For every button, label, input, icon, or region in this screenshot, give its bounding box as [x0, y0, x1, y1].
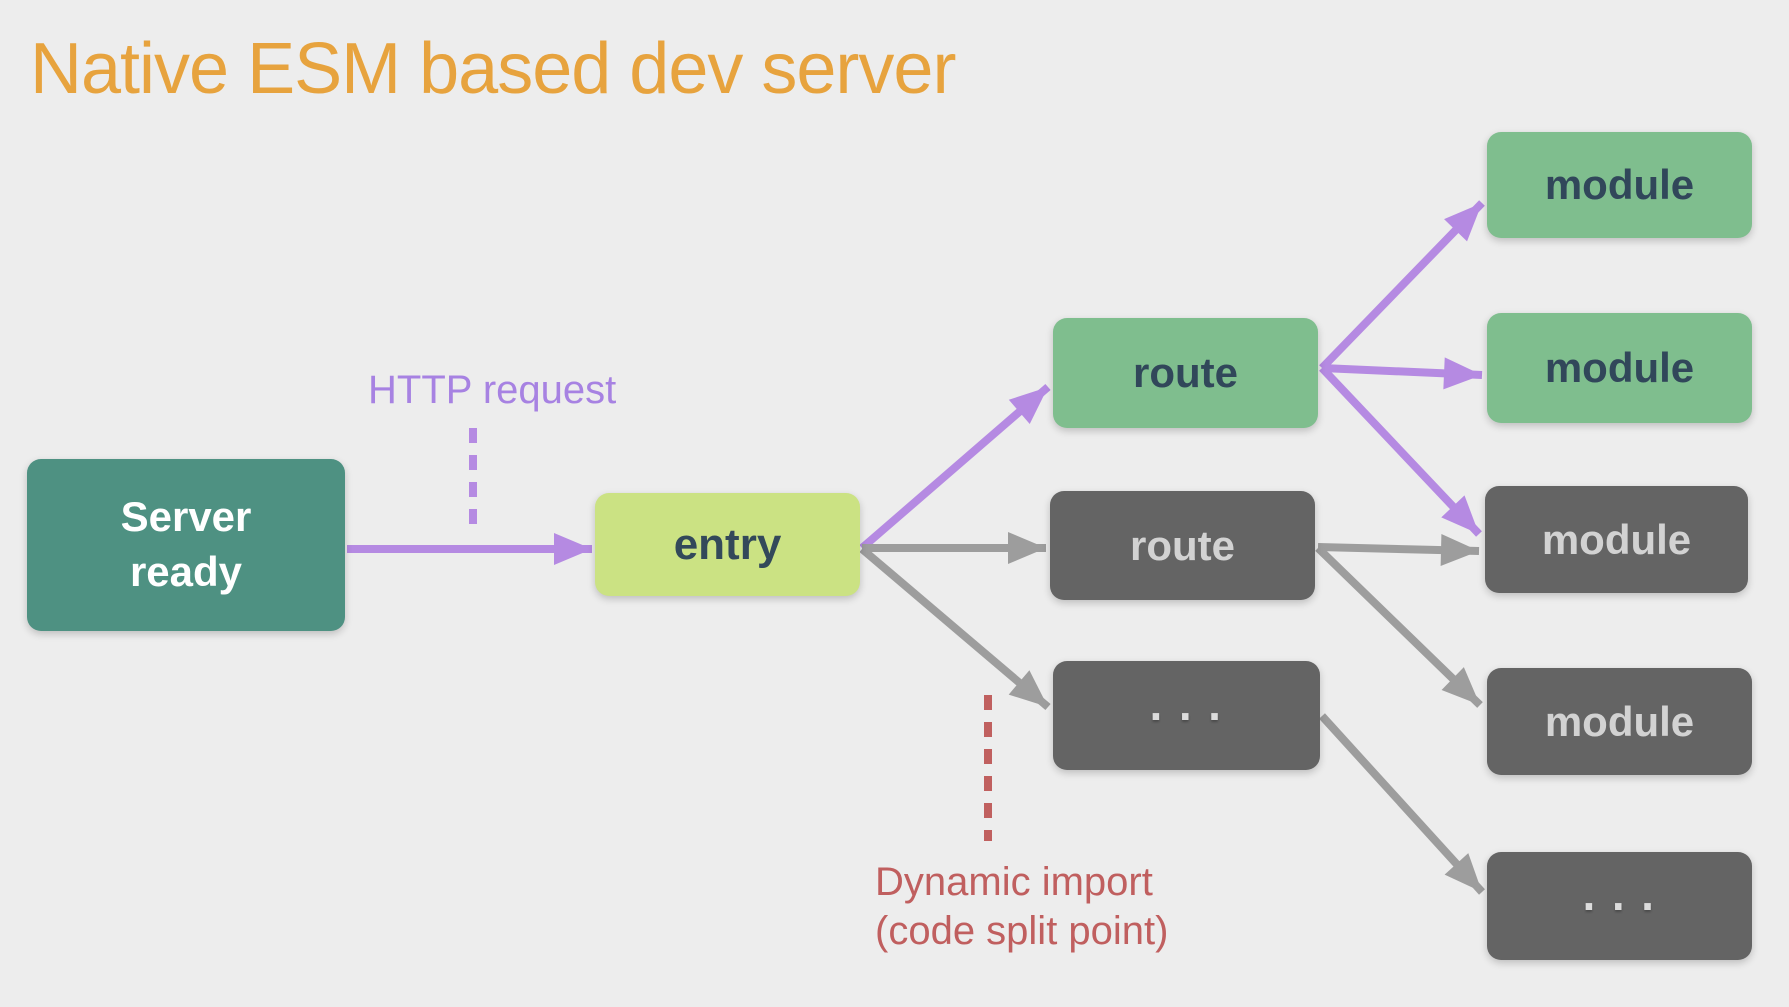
node-ellipsis-bottom-label: ···: [1582, 880, 1671, 932]
node-module-1: module: [1487, 132, 1752, 238]
dynamic-import-line2: (code split point): [875, 908, 1169, 953]
node-ellipsis-bottom: ···: [1487, 852, 1752, 960]
node-module-2: module: [1487, 313, 1752, 423]
node-route-gray-label: route: [1130, 521, 1235, 569]
node-server-ready-label: Server ready: [120, 493, 252, 595]
node-route-green: route: [1053, 318, 1318, 428]
page-title: Native ESM based dev server: [30, 29, 956, 109]
arrow-entry-to-route-green: [859, 383, 1051, 552]
node-entry: entry: [595, 493, 860, 596]
arrow-route-gray-to-module-3: [1317, 534, 1480, 567]
arrow-route-green-to-module-3: [1319, 365, 1482, 537]
node-route-green-label: route: [1133, 349, 1238, 396]
node-module-1-label: module: [1544, 161, 1695, 208]
node-ellipsis-mid: ···: [1053, 661, 1320, 770]
arrow-dots-mid-to-dots-bottom: [1319, 713, 1485, 895]
arrow-route-green-to-module-2: [1321, 357, 1483, 390]
node-module-2-label: module: [1544, 344, 1695, 391]
node-entry-label: entry: [673, 519, 782, 569]
node-module-3: module: [1485, 486, 1748, 593]
arrow-route-green-to-module-1: [1319, 200, 1485, 371]
dynamic-import-line1: Dynamic import: [875, 860, 1153, 904]
node-module-3-label: module: [1541, 515, 1692, 563]
node-route-gray: route: [1050, 491, 1315, 600]
node-module-4-label: module: [1544, 697, 1695, 745]
arrow-entry-to-dots-mid: [859, 545, 1051, 711]
node-module-4: module: [1487, 668, 1752, 775]
http-request-label: HTTP request: [368, 368, 617, 412]
node-server-ready: Server ready: [27, 459, 345, 631]
node-ellipsis-mid-label: ···: [1149, 689, 1238, 742]
dynamic-import-label: Dynamic import (code split point): [875, 858, 1168, 956]
arrow-route-gray-to-module-4: [1315, 545, 1483, 708]
